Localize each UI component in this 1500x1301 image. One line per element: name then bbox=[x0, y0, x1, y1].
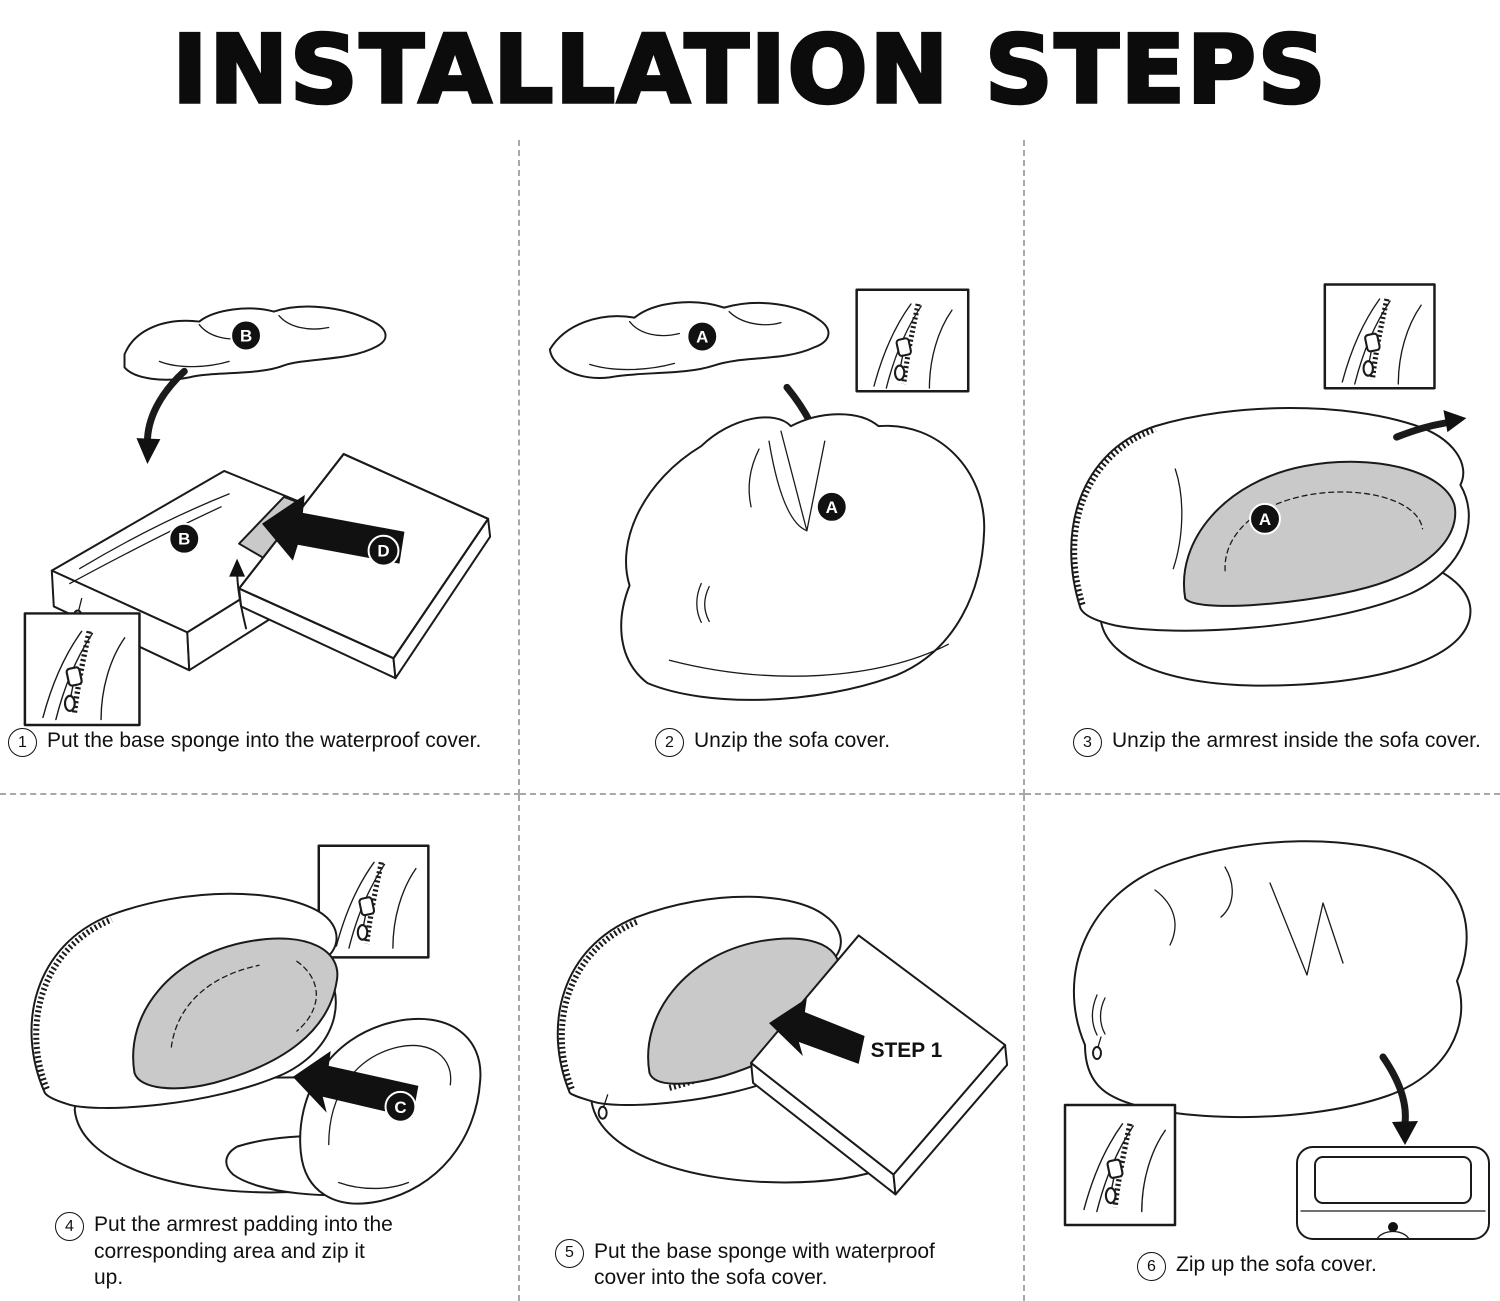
label-badge-a: A bbox=[1249, 502, 1281, 535]
step-2-panel: A A bbox=[520, 140, 1025, 795]
curved-arrow bbox=[1379, 1053, 1418, 1145]
step-5-caption: 5 Put the base sponge with waterproof co… bbox=[555, 1238, 959, 1292]
step-4-illustration: C bbox=[30, 844, 482, 1205]
step-6-panel: 6 Zip up the sofa cover. bbox=[1025, 795, 1500, 1301]
sofa-cover bbox=[620, 413, 986, 701]
page-title-wrap: INSTALLATION STEPS bbox=[0, 0, 1500, 140]
armrest-inside bbox=[1183, 460, 1457, 607]
step-caption-text: Put the base sponge into the waterproof … bbox=[47, 729, 482, 752]
step-caption-text: Unzip the sofa cover. bbox=[694, 729, 891, 752]
zipper-inset bbox=[1323, 283, 1436, 390]
svg-text:C: C bbox=[394, 1098, 406, 1117]
step-2-caption: 2 Unzip the sofa cover. bbox=[655, 728, 890, 757]
step-6-illustration bbox=[1063, 840, 1490, 1240]
base-sponge bbox=[238, 453, 492, 680]
label-badge-d: D bbox=[367, 534, 400, 567]
step-4-panel: C 4 Put the armrest padding into the cor… bbox=[0, 795, 520, 1301]
step-caption-text: Zip up the sofa cover. bbox=[1176, 1253, 1377, 1276]
step-number: 6 bbox=[1137, 1252, 1166, 1281]
label-badge-a2: A bbox=[815, 490, 848, 523]
down-arrow bbox=[136, 367, 188, 465]
step-5-panel: STEP 1 5 Put the base sponge with waterp… bbox=[520, 795, 1025, 1301]
step-number: 1 bbox=[8, 728, 37, 757]
page-title: INSTALLATION STEPS bbox=[171, 14, 1328, 127]
svg-text:D: D bbox=[377, 542, 389, 561]
zipper-inset bbox=[23, 612, 141, 727]
brand-logo-mark bbox=[1388, 1222, 1398, 1232]
step-1-caption: 1 Put the base sponge into the waterproo… bbox=[8, 728, 481, 757]
step-1-panel: B B bbox=[0, 140, 520, 795]
insert-arrow bbox=[769, 998, 865, 1064]
svg-text:A: A bbox=[696, 327, 708, 346]
zipper-inset bbox=[855, 288, 970, 393]
step-3-illustration: A bbox=[1070, 283, 1472, 687]
step-number: 2 bbox=[655, 728, 684, 757]
unzip-arrow bbox=[1393, 410, 1467, 441]
step-3-caption: 3 Unzip the armrest inside the sofa cove… bbox=[1073, 728, 1481, 757]
step-caption-text: Unzip the armrest inside the sofa cover. bbox=[1112, 729, 1481, 752]
step-3-panel: A 3 Unzip the armrest inside the sofa co… bbox=[1025, 140, 1500, 795]
svg-text:B: B bbox=[240, 326, 252, 345]
label-badge-a: A bbox=[686, 320, 719, 353]
step-caption-text: Put the base sponge with waterproof cove… bbox=[594, 1239, 935, 1289]
step-2-illustration: A A bbox=[548, 288, 986, 701]
label-badge-c: C bbox=[384, 1090, 417, 1123]
opened-cover-flap bbox=[30, 892, 339, 1109]
svg-text:A: A bbox=[1259, 510, 1271, 529]
step-4-caption: 4 Put the armrest padding into the corre… bbox=[55, 1212, 394, 1291]
sofa-cover-open bbox=[1072, 840, 1468, 1119]
step1-label: STEP 1 bbox=[871, 1039, 943, 1062]
step-number: 5 bbox=[555, 1238, 584, 1268]
up-arrow bbox=[229, 558, 248, 630]
zipper-inset bbox=[1063, 1103, 1177, 1227]
svg-text:A: A bbox=[826, 498, 838, 517]
step-number: 3 bbox=[1073, 728, 1102, 757]
step-1-illustration: B B bbox=[23, 305, 492, 727]
step-number: 4 bbox=[55, 1212, 84, 1242]
step-6-caption: 6 Zip up the sofa cover. bbox=[1137, 1252, 1377, 1281]
label-badge-b: B bbox=[230, 319, 262, 352]
finished-sofa-bed bbox=[1296, 1146, 1490, 1240]
step-5-illustration: STEP 1 bbox=[556, 895, 1009, 1196]
steps-grid: B B bbox=[0, 140, 1500, 1301]
label-badge-b2: B bbox=[168, 522, 201, 555]
step-caption-text: Put the armrest padding into the corresp… bbox=[94, 1213, 393, 1289]
svg-text:B: B bbox=[178, 530, 190, 549]
